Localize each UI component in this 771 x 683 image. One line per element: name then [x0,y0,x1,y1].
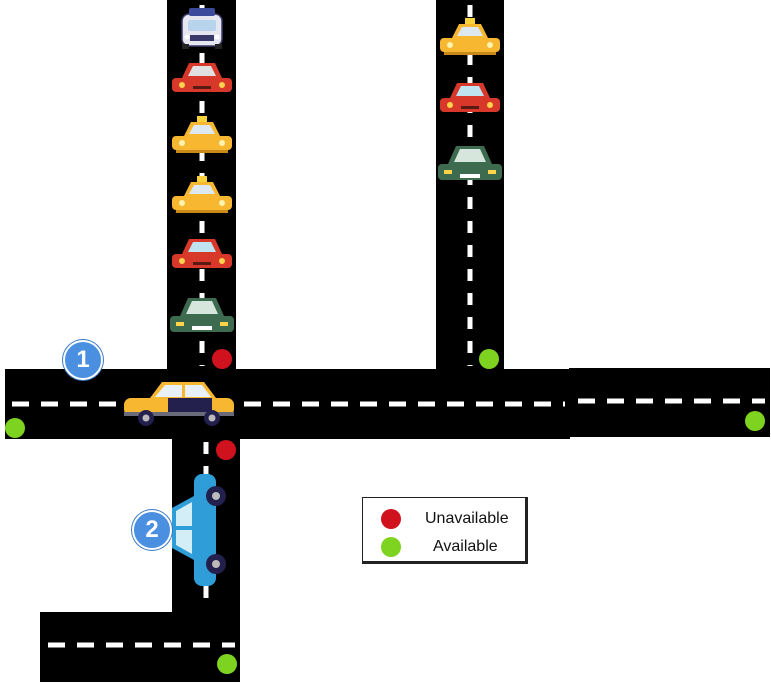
parking-spot-bottom-road-end [217,654,237,674]
parking-spot-lower-column-entry [216,440,236,460]
police-car [181,8,223,49]
police-car-side [124,382,234,426]
legend-label-available: Available [433,538,498,555]
legend: Unavailable Available [362,497,528,564]
legend-dot-unavailable [381,509,401,529]
taxi [172,176,232,213]
green-car [438,146,502,180]
parking-spot-left-column-entry [212,349,232,369]
taxi [172,116,232,153]
parking-spot-right-column-entry [479,349,499,369]
red-car [172,239,232,268]
taxi [440,18,500,55]
parking-spot-left-road-end [5,418,25,438]
red-car [172,63,232,92]
vehicles [124,8,502,586]
green-car [170,298,234,332]
marker-2: 2 [132,510,172,550]
legend-row-unavailable: Unavailable [381,508,509,530]
roads [5,0,770,682]
blue-car-side [172,474,226,586]
marker-1: 1 [63,340,103,380]
legend-label-unavailable: Unavailable [425,510,509,527]
legend-row-available: Available [381,536,498,558]
parking-status-dots [5,349,765,674]
parking-spot-right-road-end [745,411,765,431]
legend-dot-available [381,537,401,557]
red-car [440,83,500,112]
